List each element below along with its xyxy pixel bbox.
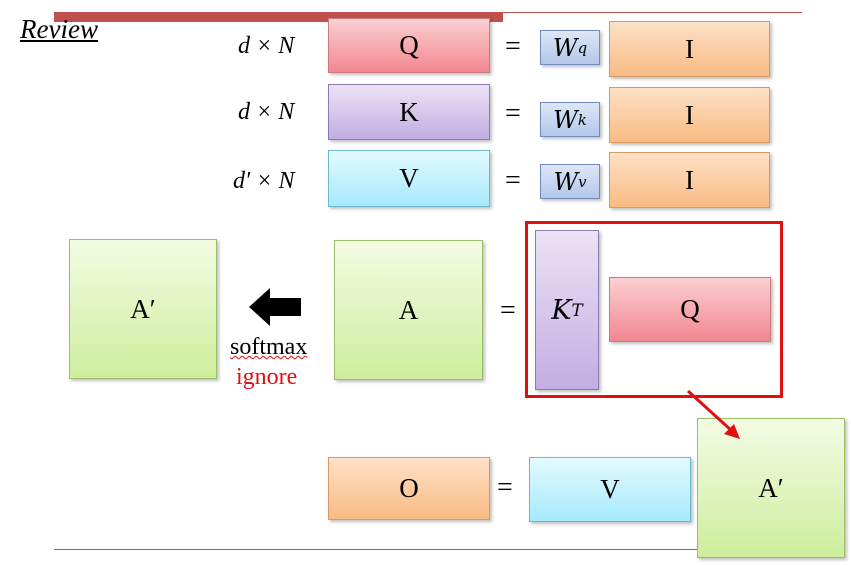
wq-sup: q xyxy=(577,38,588,57)
matrix-v-output: V xyxy=(529,457,691,522)
matrix-i: I xyxy=(609,87,770,143)
matrix-v: V xyxy=(328,150,490,207)
red-arrow-icon xyxy=(680,385,750,450)
equals-sign: = xyxy=(505,31,521,62)
dim-label-q: d × N xyxy=(238,33,295,59)
equals-sign: = xyxy=(497,472,513,503)
page-title: Review xyxy=(20,14,98,44)
header-line xyxy=(54,12,802,13)
matrix-k: K xyxy=(328,84,490,140)
wv-base: W xyxy=(553,167,579,196)
wk-base: W xyxy=(553,105,578,134)
kt-sup: T xyxy=(571,300,583,320)
header-bar xyxy=(54,12,503,22)
dim-label-k: d × N xyxy=(238,99,295,125)
softmax-label: softmax xyxy=(230,334,308,360)
ignore-label: ignore xyxy=(236,364,298,390)
matrix-a-prime-output: A′ xyxy=(697,418,845,558)
footer-line xyxy=(54,549,697,550)
matrix-a-prime: A′ xyxy=(69,239,217,379)
matrix-a: A xyxy=(334,240,483,380)
equals-sign: = xyxy=(505,165,521,196)
equals-sign: = xyxy=(505,98,521,129)
dim-label-v: d′ × N xyxy=(233,168,295,194)
matrix-i: I xyxy=(609,21,770,77)
left-arrow-icon xyxy=(249,288,301,326)
matrix-q: Q xyxy=(328,18,490,73)
wq-base: W xyxy=(552,33,578,62)
kt-base: K xyxy=(551,294,572,326)
matrix-q-attention: Q xyxy=(609,277,771,342)
highlight-box xyxy=(525,221,783,398)
equals-sign: = xyxy=(500,295,516,326)
wk-sup: k xyxy=(577,110,587,129)
matrix-o: O xyxy=(328,457,490,520)
matrix-i: I xyxy=(609,152,770,208)
wv-sup: v xyxy=(578,172,587,191)
